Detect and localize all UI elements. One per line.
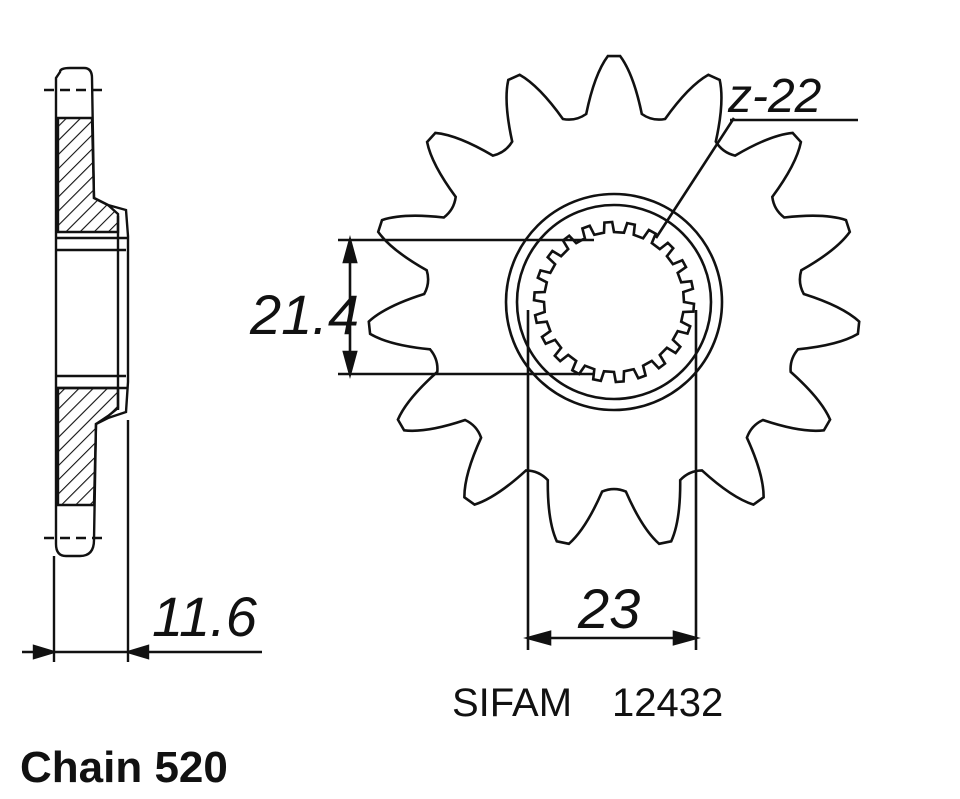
bore-diameter-label: 21.4 (249, 283, 359, 346)
part-number-label: 12432 (612, 681, 723, 725)
thickness-label: 11.6 (152, 585, 258, 648)
lower-hatch (56, 386, 120, 507)
bore-arrow-top (342, 235, 358, 264)
hub-inner-circle (515, 203, 713, 401)
upper-hatch (56, 116, 120, 234)
bore-arrow-bottom (342, 350, 358, 379)
chain-size-label: Chain 520 (20, 743, 228, 792)
thickness-arrow-right (123, 644, 150, 660)
spline-arrow-left (523, 630, 552, 646)
teeth-count-label: z-22 (727, 70, 821, 123)
sprocket-outline (367, 54, 861, 546)
hub-outer-circle (504, 192, 724, 412)
side-plate-outline (54, 66, 130, 558)
spline-width-label: 23 (577, 577, 640, 640)
thickness-arrow-left (32, 644, 59, 660)
brand-label: SIFAM (452, 681, 572, 725)
front-view (338, 54, 861, 650)
teeth-leader-line (654, 117, 736, 239)
spline-outline (532, 220, 696, 384)
side-section-view (22, 66, 262, 662)
spline-arrow-right (672, 630, 701, 646)
